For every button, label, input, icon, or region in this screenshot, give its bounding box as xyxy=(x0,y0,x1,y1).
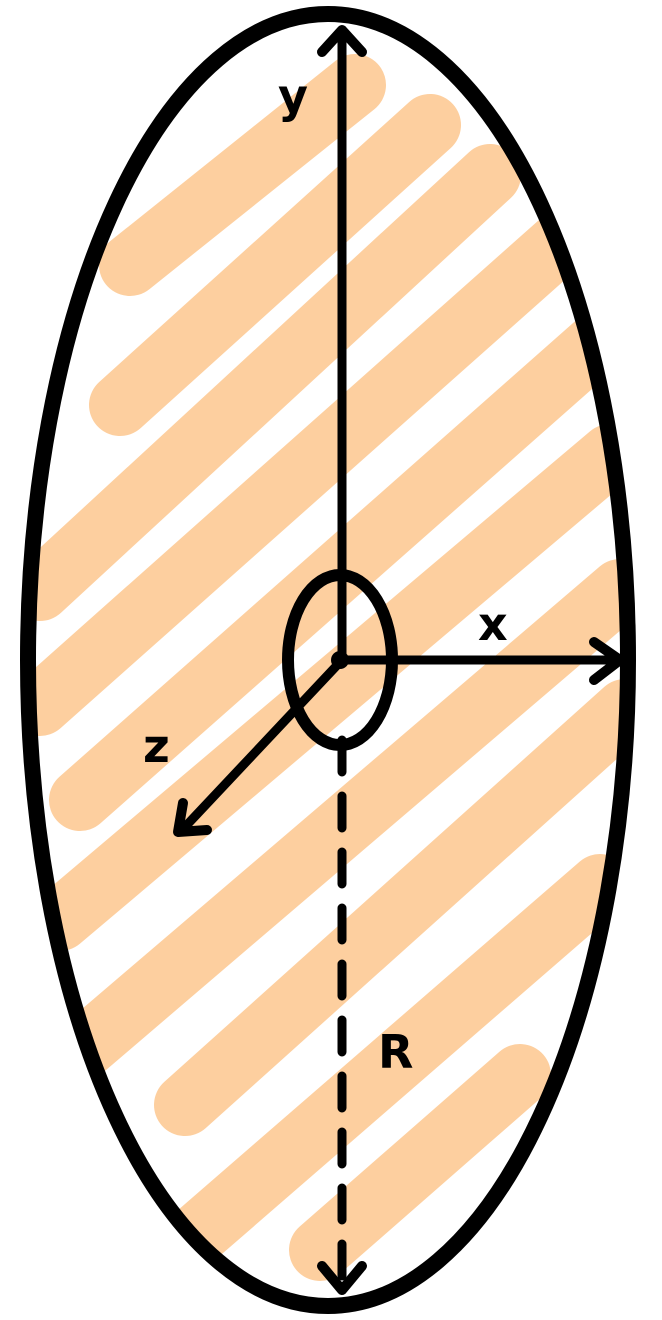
radius-label: R xyxy=(378,1025,413,1079)
x-axis-arrowhead xyxy=(589,637,625,685)
y-axis-label: y xyxy=(278,69,308,123)
hatch-stroke xyxy=(99,54,386,296)
hatch-stroke xyxy=(89,94,461,436)
z-axis xyxy=(179,655,347,833)
z-axis-arrowhead xyxy=(173,798,212,837)
hatch-stroke xyxy=(29,424,628,951)
z-axis-label: z xyxy=(143,719,170,773)
hatch-stroke xyxy=(154,854,628,1276)
disk-outline xyxy=(20,6,636,1314)
hatch-stroke xyxy=(154,679,628,1136)
hatch-stroke xyxy=(289,1044,551,1281)
hatch-stroke xyxy=(28,144,521,621)
y-axis-arrowhead xyxy=(317,25,367,57)
origin-dot xyxy=(331,651,349,669)
x-axis-label: x xyxy=(478,597,508,651)
hatch-stroke xyxy=(28,194,611,736)
radius-arrowhead xyxy=(317,1261,367,1295)
